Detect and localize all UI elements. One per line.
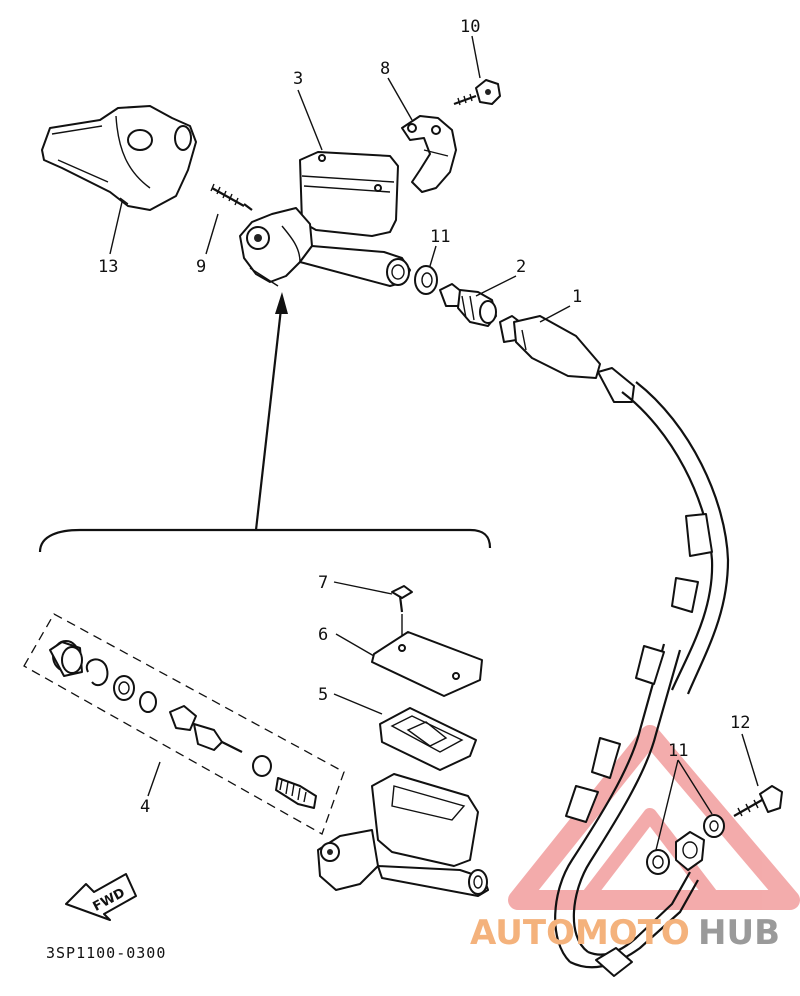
bolt-part-10 — [453, 79, 501, 106]
label-11-upper: 11 — [430, 227, 450, 247]
union-bolt-part-12 — [733, 785, 783, 817]
label-9: 9 — [196, 257, 206, 277]
cap-part-6 — [371, 631, 483, 697]
label-12: 12 — [730, 713, 750, 733]
bracket-part-8 — [401, 115, 457, 193]
watermark-part1: AUTOMOTO — [470, 913, 690, 953]
label-8: 8 — [380, 59, 390, 79]
label-10: 10 — [460, 17, 480, 37]
label-13: 13 — [98, 257, 118, 277]
washer-part-11-upper — [414, 265, 438, 295]
label-11-lower: 11 — [668, 741, 688, 761]
label-6: 6 — [318, 625, 328, 645]
screw-part-9 — [210, 183, 253, 211]
forward-direction-arrow: FWD — [65, 873, 137, 921]
piston-kit-part-4 — [23, 613, 345, 835]
part-labels: 10 3 8 11 2 1 9 13 7 6 5 4 12 11 — [98, 17, 750, 817]
washer-part-11-lower — [646, 814, 725, 875]
watermark-part2: HUB — [698, 913, 780, 953]
master-cylinder-detail — [317, 773, 489, 897]
label-1: 1 — [572, 287, 582, 307]
label-4: 4 — [140, 797, 150, 817]
brake-hose-part-1 — [499, 315, 730, 977]
master-cylinder-part-3 — [239, 151, 411, 287]
label-3: 3 — [293, 69, 303, 89]
label-7: 7 — [318, 573, 328, 593]
watermark-text: AUTOMOTO HUB — [470, 913, 780, 953]
leader-lines — [109, 35, 759, 851]
diagram-code: 3SP1100-0300 — [46, 944, 166, 962]
fitting-part-2 — [439, 283, 497, 327]
label-2: 2 — [516, 257, 526, 277]
lever-cover-part-13 — [41, 105, 197, 211]
diaphragm-part-5 — [379, 707, 477, 771]
label-5: 5 — [318, 685, 328, 705]
detail-callout — [38, 292, 492, 553]
